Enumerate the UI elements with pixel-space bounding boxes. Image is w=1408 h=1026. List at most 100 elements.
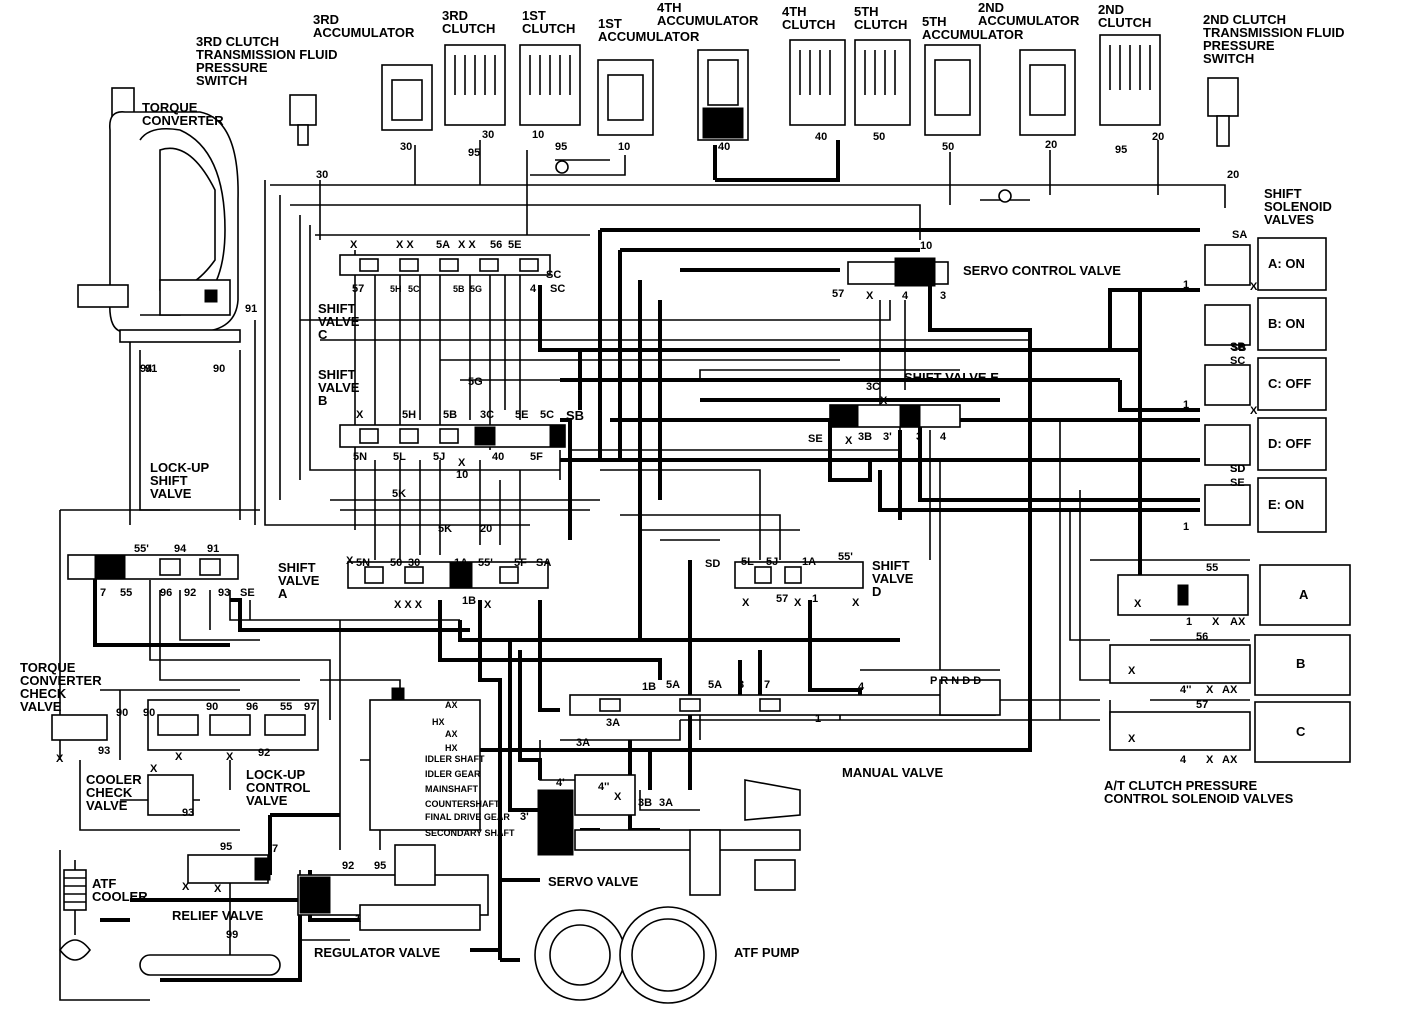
port-label: 4 <box>1180 754 1187 766</box>
port-label: SB <box>566 408 584 423</box>
port-label: 30 <box>400 141 412 153</box>
port-label: 57 <box>776 593 788 605</box>
shift-solenoids <box>1204 237 1327 533</box>
port-label: X <box>175 751 183 763</box>
port-label: 4 <box>530 283 537 295</box>
port-label: SE <box>240 587 255 599</box>
port-label: 95 <box>1115 144 1127 156</box>
port-label: 40 <box>492 451 504 463</box>
port-label: X <box>1206 754 1214 766</box>
port-label: 55 <box>120 587 132 599</box>
port-label: X <box>484 599 492 611</box>
port-label: X <box>845 435 853 447</box>
shaft-label: AX <box>445 729 458 739</box>
port-label: 20 <box>1227 169 1239 181</box>
port-label: 3C <box>480 409 494 421</box>
port-label: X X <box>458 239 476 251</box>
port-label: 3A <box>606 717 620 729</box>
port-label: X <box>150 763 158 775</box>
port-label: 30 <box>316 169 328 181</box>
port-label: 5G <box>470 284 482 294</box>
solenoid-id-sa: SA <box>1232 229 1247 241</box>
port-label: 1 <box>1183 279 1189 291</box>
port-label: 94 <box>174 543 187 555</box>
port-label: 93 <box>218 587 230 599</box>
fourth-clutch <box>789 39 846 126</box>
port-label: 40 <box>815 131 827 143</box>
port-label: 90 <box>116 707 128 719</box>
port-label: SD <box>705 558 720 570</box>
port-label: 93 <box>98 745 110 757</box>
solenoid-id-sc: SC <box>1230 355 1245 367</box>
check-ball <box>555 160 569 174</box>
shaft-label: HX <box>432 717 445 727</box>
port-label: 91 <box>207 543 219 555</box>
shaft-label: FINAL DRIVE GEAR <box>425 812 510 822</box>
port-label: X <box>346 555 354 567</box>
port-label: SC <box>546 269 561 281</box>
port-label: 4 <box>902 290 909 302</box>
port-label: 7 <box>764 679 770 691</box>
port-label: X <box>356 409 364 421</box>
port-label: 4' <box>556 777 565 789</box>
port-label: 94 <box>140 363 153 375</box>
port-label: X <box>1128 665 1136 677</box>
port-label: 20 <box>1045 139 1057 151</box>
port-label: 10 <box>532 129 544 141</box>
shaft-label: HX <box>445 743 458 753</box>
shaft-label: SECONDARY SHAFT <box>425 828 515 838</box>
port-label: 5A <box>666 679 680 691</box>
port-label: 20 <box>1152 131 1164 143</box>
solenoid-a-box <box>1257 237 1327 291</box>
port-label: 1B <box>462 595 476 607</box>
port-label: 95 <box>220 841 232 853</box>
cooler-check-valve-body <box>147 774 194 816</box>
port-label: 1A <box>802 556 816 568</box>
port-label: X <box>226 751 234 763</box>
manual-positions: P R N D D <box>930 675 981 687</box>
port-label: 3B <box>858 431 872 443</box>
port-label: 50 <box>942 141 954 153</box>
port-label: 4'' <box>598 781 610 793</box>
solenoid-b-body <box>1204 304 1251 346</box>
servo-valve-piston <box>537 789 574 856</box>
solenoid-b-box <box>1257 297 1327 351</box>
port-label: 5H <box>402 409 416 421</box>
port-labels: 30 30 95 10 95 10 40 40 50 50 20 95 20 2… <box>56 129 1258 941</box>
check-ball <box>998 189 1012 203</box>
port-label: X <box>794 597 802 609</box>
port-label: 3 <box>738 679 744 691</box>
port-label: X <box>1128 733 1136 745</box>
solenoid-d-body <box>1204 424 1251 466</box>
port-label: 95 <box>468 147 480 159</box>
solenoid-state-labels: SA A: ON SB B: ON SC C: OFF SD D: OFF SE… <box>930 229 1311 739</box>
port-label: AX <box>1230 616 1246 628</box>
port-label: 30 <box>408 557 420 569</box>
label-relief-valve: RELIEF VALVE <box>172 908 264 923</box>
port-label: 55 <box>1206 562 1218 574</box>
pressure-solenoid-c-box <box>1254 701 1351 763</box>
port-label: 5K <box>438 523 452 535</box>
port-label: 1B <box>642 681 656 693</box>
port-label: 50 <box>873 131 885 143</box>
shaft-label: IDLER GEAR <box>425 769 481 779</box>
port-label: 5K <box>392 488 406 500</box>
shafts-block <box>369 699 481 831</box>
port-label: 4'' <box>1180 684 1192 696</box>
third-pressure-switch <box>289 94 317 126</box>
top-components <box>289 34 1239 203</box>
port-label: 5F <box>530 451 543 463</box>
port-label: 3' <box>520 811 529 823</box>
port-label: SA <box>536 557 551 569</box>
